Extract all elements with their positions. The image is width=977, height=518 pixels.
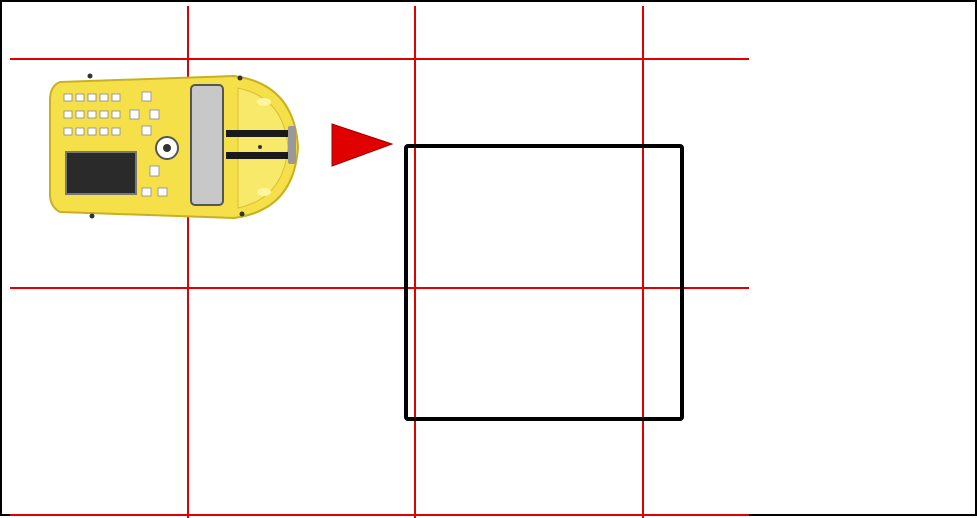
- robot-car-icon[interactable]: [50, 74, 298, 219]
- robot-dial-center: [163, 144, 171, 152]
- robot-screw-1: [88, 74, 93, 79]
- robot-screw-4: [240, 212, 245, 217]
- robot-panel: [191, 85, 223, 205]
- robot-stripe-1: [226, 130, 290, 137]
- target-square: [406, 146, 682, 419]
- robot-bumper: [288, 126, 296, 164]
- robot-screw-3: [90, 214, 95, 219]
- robot-light-top: [257, 98, 271, 106]
- robot-stripe-2: [226, 152, 290, 159]
- robot-screw-2: [238, 76, 243, 81]
- robot-screen: [66, 152, 136, 194]
- play-triangle-icon: [332, 124, 392, 166]
- robot-light-bottom: [257, 188, 271, 196]
- robot-screw-5: [258, 145, 262, 149]
